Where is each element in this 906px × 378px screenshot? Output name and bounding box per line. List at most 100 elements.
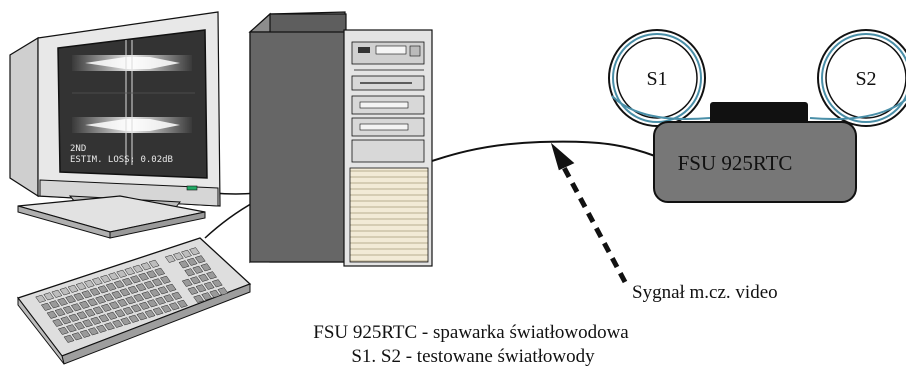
keyboard-key [120, 317, 132, 326]
keyboard-key [159, 275, 171, 284]
status-display [375, 45, 407, 55]
power-led-icon [186, 185, 198, 191]
keyboard-key [194, 255, 206, 264]
keyboard-key [168, 302, 180, 311]
fusion-splicer: FSU 925RTC [653, 102, 857, 203]
pc-tower [248, 11, 433, 267]
keyboard-key [176, 299, 188, 308]
tower-vents [349, 167, 429, 263]
keyboard-key [141, 291, 153, 300]
keyboard-key [178, 260, 190, 269]
keyboard-key [143, 280, 155, 289]
keyboard-key [62, 305, 74, 314]
keyboard-key [57, 297, 68, 306]
keyboard-key [121, 277, 133, 286]
keyboard-key [117, 298, 128, 307]
keyboard-key [181, 278, 193, 287]
keyboard-key [97, 285, 109, 294]
splicer-clamp [710, 102, 808, 126]
keyboard-key [81, 290, 93, 299]
drive-bay-3 [351, 139, 425, 163]
keyboard-key [89, 287, 101, 296]
keyboard-key [133, 293, 145, 302]
keyboard-key [130, 304, 142, 313]
monitor: 2ND ESTIM. LOSS: 0.02dB [9, 11, 221, 239]
keyboard-key [144, 309, 156, 318]
keyboard-key [100, 274, 111, 283]
keyboard-key [186, 257, 198, 266]
keyboard-key [165, 283, 177, 292]
keyboard-key [155, 296, 166, 305]
keyboard-key [98, 314, 110, 323]
keyboard-key [192, 265, 204, 274]
keyboard-key [138, 301, 150, 310]
keyboard-key [125, 296, 137, 305]
keyboard-key [119, 288, 131, 297]
keyboard-key [198, 273, 209, 282]
keyboard-key [103, 293, 115, 302]
keyboard-key [203, 281, 215, 290]
screen-loss-text: ESTIM. LOSS: 0.02dB [70, 155, 173, 165]
keyboard-key [84, 308, 96, 317]
keyboard-key [46, 310, 58, 319]
keyboard-key [71, 332, 83, 341]
keyboard-key [70, 303, 82, 312]
keyboard-key [87, 298, 98, 307]
keyboard-key [122, 306, 134, 315]
keyboard-key [152, 307, 164, 316]
keyboard-key [184, 268, 196, 277]
keyboard-key [116, 269, 128, 278]
keyboard-key [108, 272, 120, 281]
keyboard-key [65, 295, 77, 304]
keyboard-key [82, 319, 94, 328]
keyboard-key [68, 313, 80, 322]
keyboard-key [108, 301, 120, 310]
keyboard-key [148, 259, 160, 268]
keyboard-key [75, 282, 87, 291]
keyboard-key [92, 306, 104, 315]
keyboard-key [127, 285, 139, 294]
keyboard-key [63, 334, 75, 343]
keyboard-key [211, 279, 223, 288]
keyboard-key [136, 312, 148, 321]
keyboard-key [138, 272, 149, 281]
power-button [358, 47, 370, 53]
keyboard-key [74, 321, 85, 330]
keyboard-key [43, 292, 55, 301]
keyboard-key [90, 316, 102, 325]
keyboard-key [181, 249, 192, 258]
keyboard-key [124, 267, 136, 276]
keyboard-key [95, 295, 107, 304]
keyboard-key [78, 300, 90, 309]
keyboard-key [112, 319, 124, 328]
keyboard-key [154, 267, 166, 276]
fiber-lead-s2 [809, 98, 906, 121]
keyboard-key [201, 292, 213, 301]
keyboard-key [163, 294, 175, 303]
keyboard-key [66, 324, 77, 333]
keyboard-key [164, 254, 176, 263]
keyboard-key [49, 300, 60, 309]
keyboard-key [151, 278, 163, 287]
keyboard-key [193, 294, 205, 303]
keyboard-key [104, 322, 115, 331]
keyboard-key [217, 287, 229, 296]
keyboard-key [76, 311, 88, 320]
keyboard-key [135, 283, 147, 292]
spool-s1-label: S1 [646, 68, 667, 90]
caption-line-2: S1. S2 - testowane światłowody [351, 346, 595, 367]
keyboard-key [51, 289, 63, 298]
splicer-label: FSU 925RTC [678, 151, 793, 175]
caption-line-1: FSU 925RTC - spawarka światłowodowa [313, 322, 629, 343]
keyboard-key [106, 311, 118, 320]
keyboard-key [57, 326, 69, 335]
keyboard-key [128, 314, 140, 323]
keyboard-key [209, 289, 221, 298]
keyboard-key [35, 294, 47, 303]
keyboard-key [157, 286, 169, 295]
keyboard-key [130, 275, 141, 284]
keyboard-key [60, 316, 72, 325]
keyboard-key [171, 291, 183, 300]
keyboard-key [79, 329, 91, 338]
